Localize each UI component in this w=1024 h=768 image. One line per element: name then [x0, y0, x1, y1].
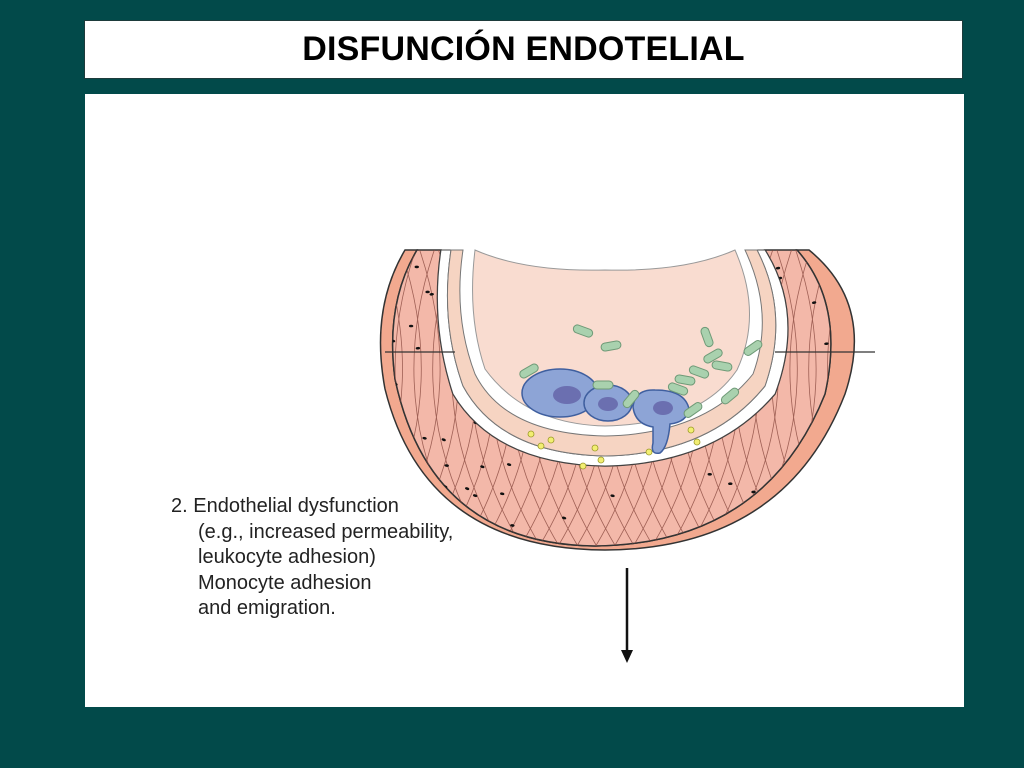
slide-title: DISFUNCIÓN ENDOTELIAL	[302, 30, 744, 69]
figure-panel: 2. Endothelial dysfunction (e.g., increa…	[85, 94, 964, 707]
figure-caption: 2. Endothelial dysfunction (e.g., increa…	[171, 494, 453, 622]
down-arrow-icon	[621, 568, 633, 663]
caption-line: Monocyte adhesion	[171, 571, 453, 597]
caption-line: 2. Endothelial dysfunction	[171, 494, 453, 520]
title-box: DISFUNCIÓN ENDOTELIAL	[84, 20, 963, 79]
caption-line: and emigration.	[171, 596, 453, 622]
caption-line: leukocyte adhesion)	[171, 545, 453, 571]
caption-line: (e.g., increased permeability,	[171, 520, 453, 546]
